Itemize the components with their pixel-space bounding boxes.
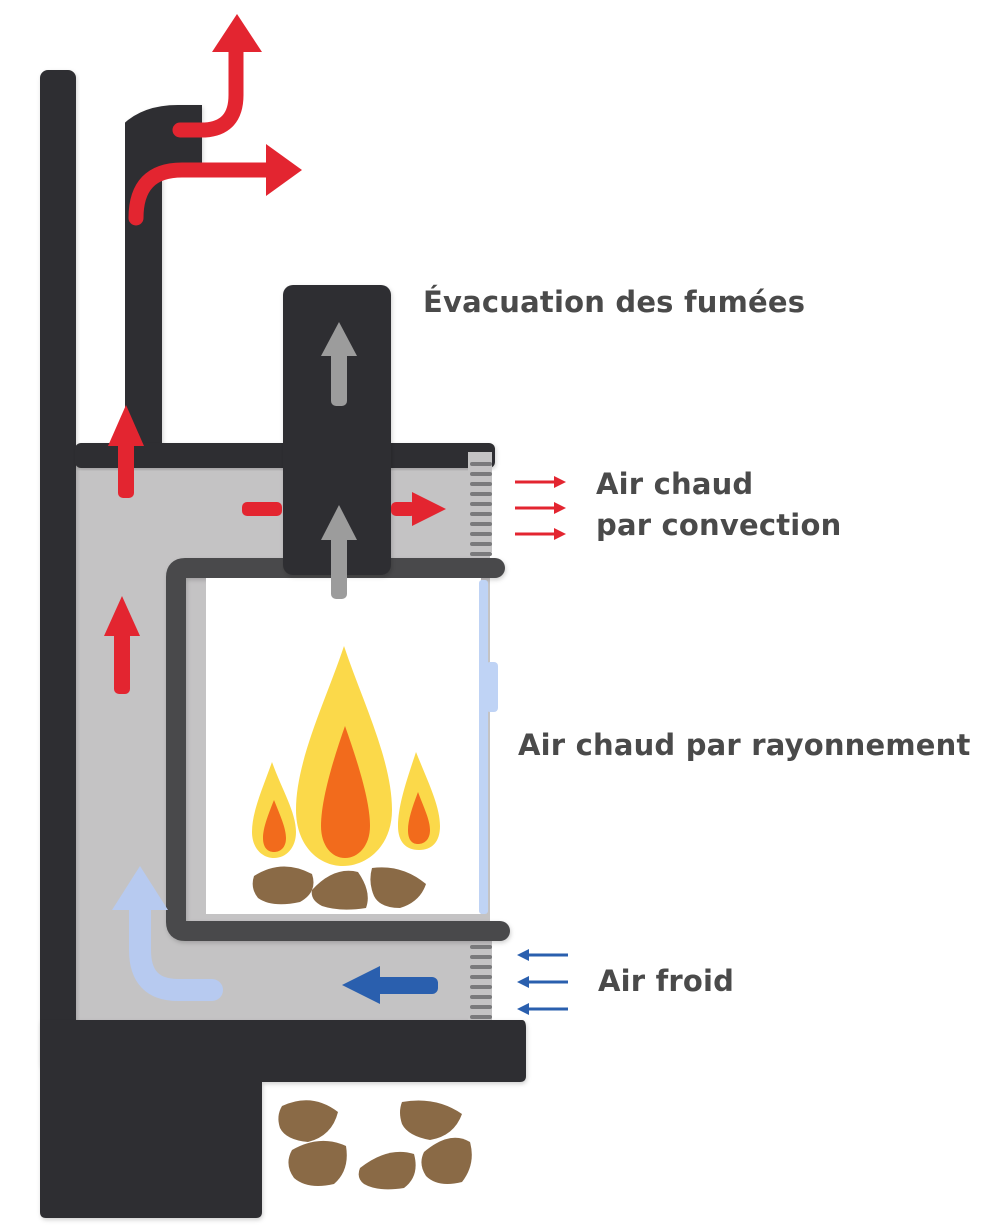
glass-door bbox=[479, 580, 488, 914]
arrow-up-red-icon bbox=[172, 14, 262, 138]
flame-icon bbox=[252, 762, 296, 858]
cold-air-arrows bbox=[517, 949, 568, 1015]
grille-slat bbox=[470, 492, 492, 496]
firebox-frame bbox=[166, 558, 510, 941]
grille-slat bbox=[470, 462, 492, 466]
arrow-right-red-icon bbox=[128, 144, 302, 226]
grille-slat bbox=[470, 1005, 492, 1009]
grille-slat bbox=[470, 945, 492, 949]
arrow-right-red-icon bbox=[242, 502, 282, 516]
smoke-label: Évacuation des fumées bbox=[423, 285, 806, 319]
grille-slat bbox=[470, 522, 492, 526]
chimney-wall bbox=[40, 70, 76, 1070]
door-handle bbox=[486, 662, 498, 712]
cold-air-grille bbox=[468, 935, 492, 1020]
arrow-up-red-icon bbox=[108, 405, 144, 498]
grille-slat bbox=[470, 995, 492, 999]
convection-grille bbox=[468, 452, 492, 556]
log-icon bbox=[252, 866, 314, 905]
convection-arrows bbox=[515, 476, 566, 540]
arrow-left-blue-icon bbox=[342, 966, 438, 1004]
log-icon bbox=[400, 1100, 462, 1140]
convection-label-line1: Air chaud bbox=[596, 467, 754, 501]
log-icon bbox=[288, 1140, 347, 1186]
grille-slat bbox=[470, 965, 492, 969]
log-icon bbox=[421, 1137, 472, 1184]
grille-slat bbox=[470, 955, 492, 959]
flame-icon bbox=[296, 646, 392, 866]
log-icon bbox=[358, 1151, 416, 1190]
flame-icon bbox=[398, 752, 440, 850]
arrow-up-grey-icon bbox=[321, 505, 357, 599]
log-icon bbox=[370, 867, 426, 908]
grille-slat bbox=[470, 512, 492, 516]
grille-slat bbox=[470, 542, 492, 546]
grille-slat bbox=[470, 1015, 492, 1019]
grille-slat bbox=[470, 482, 492, 486]
arrow-curved-up-lightblue-icon bbox=[112, 866, 223, 1001]
grille-slat bbox=[470, 985, 492, 989]
grille-slat bbox=[470, 472, 492, 476]
arrow-up-grey-icon bbox=[321, 322, 357, 406]
cold-air-label: Air froid bbox=[598, 964, 735, 998]
grille-slat bbox=[470, 502, 492, 506]
arrow-right-red-icon bbox=[391, 492, 446, 526]
log-icon bbox=[311, 870, 368, 910]
radiation-label: Air chaud par rayonnement bbox=[518, 728, 971, 762]
arrow-up-red-icon bbox=[104, 596, 140, 694]
grille-slat bbox=[470, 975, 492, 979]
log-icon bbox=[278, 1100, 338, 1142]
base-block bbox=[40, 1020, 526, 1218]
grille-slat bbox=[470, 552, 492, 556]
convection-label-line2: par convection bbox=[596, 508, 842, 542]
grille-slat bbox=[470, 532, 492, 536]
smoke-outlet bbox=[283, 285, 391, 575]
